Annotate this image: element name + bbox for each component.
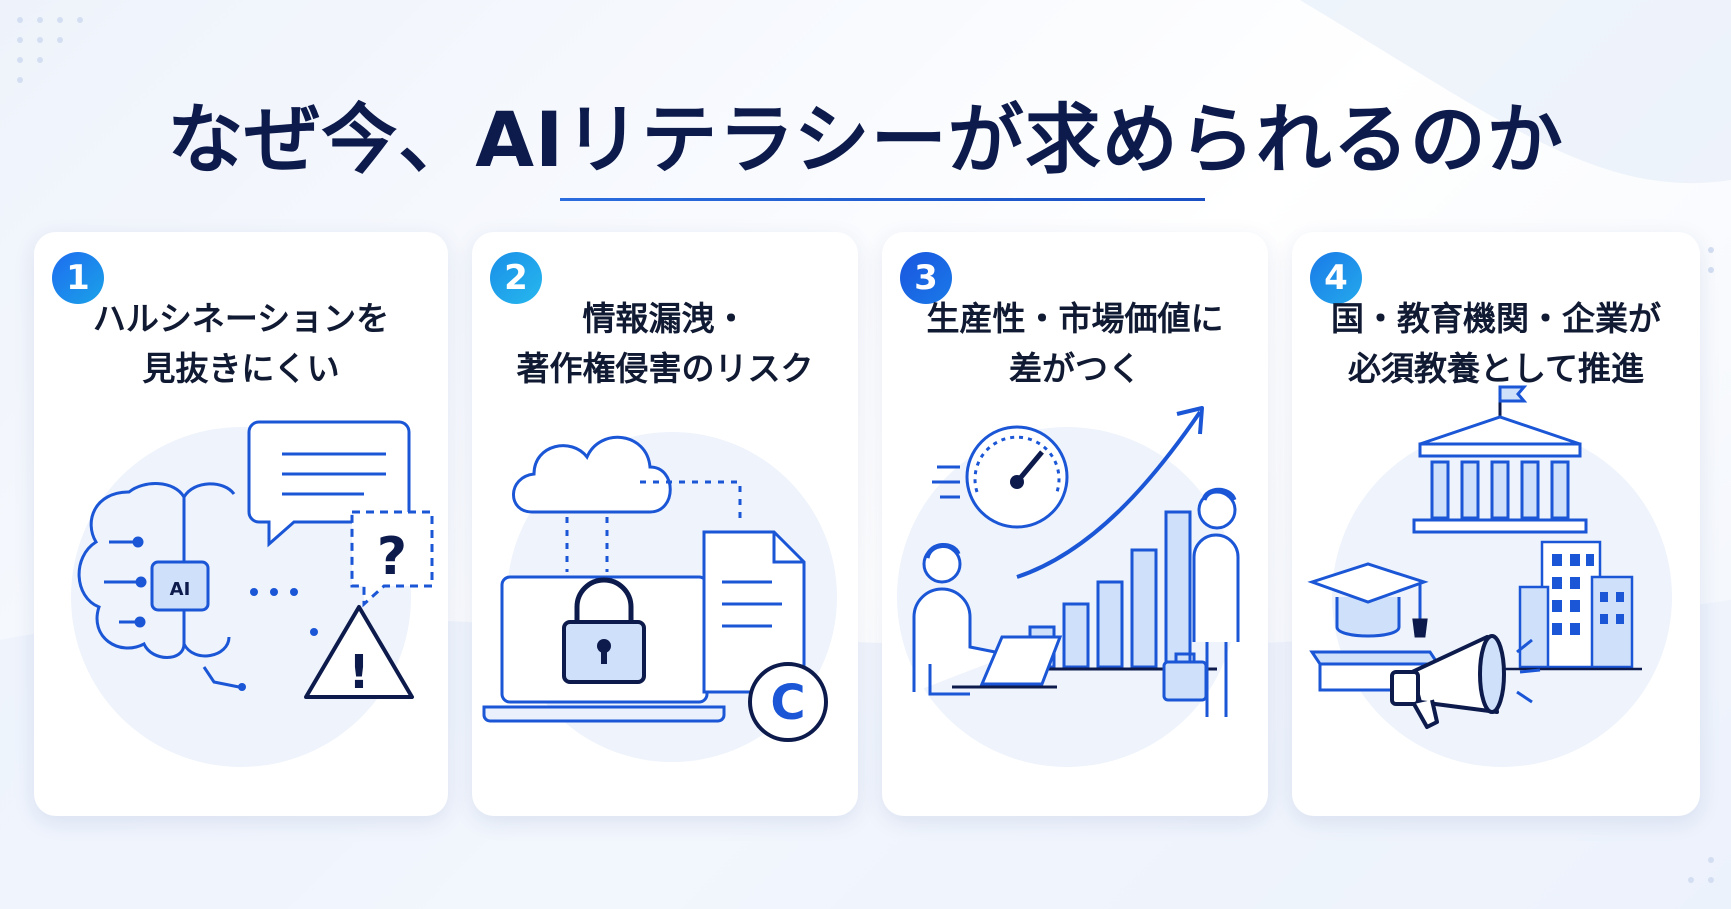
card-title: ハルシネーションを 見抜きにくい: [34, 294, 448, 394]
bar-chart-icon: [1017, 510, 1217, 671]
card-title-line: ハルシネーションを: [92, 299, 390, 338]
card-number-badge: 1: [52, 252, 104, 304]
card-title: 情報漏洩・ 著作権侵害のリスク: [472, 294, 858, 394]
ai-chip-label: AI: [170, 579, 191, 600]
card-productivity: 3 生産性・市場価値に 差がつく: [882, 232, 1268, 816]
page-title: なぜ今、AIリテラシーが求められるのか: [167, 95, 1564, 184]
copyright-icon: C: [748, 662, 828, 742]
card-title-line: 国・教育機関・企業が: [1331, 299, 1661, 338]
card-number-badge: 3: [900, 252, 952, 304]
brain-connector: [202, 666, 240, 689]
speedometer-icon: [932, 425, 1069, 529]
brain-icon: [77, 482, 236, 659]
card-title-line: 著作権侵害のリスク: [516, 349, 814, 388]
productivity-illustration: [897, 406, 1240, 767]
card-title-line: 見抜きにくい: [142, 349, 340, 388]
dotted-connector: [250, 588, 318, 636]
card-hallucination: 1 ハルシネーションを 見抜きにくい AI: [34, 232, 448, 816]
security-illustration: C: [482, 432, 837, 762]
data-flow-lines: [565, 480, 742, 572]
card-title-line: 生産性・市場価値に: [926, 299, 1224, 338]
businessman-icon: [1162, 487, 1240, 717]
card-number-badge: 2: [490, 252, 542, 304]
card-education-promotion: 4 国・教育機関・企業が 必須教養として推進: [1292, 232, 1700, 816]
copyright-letter: C: [770, 675, 805, 731]
card-title-line: 情報漏洩・: [582, 299, 748, 338]
rising-arrow-icon: [1016, 406, 1204, 579]
svg-text:!: !: [349, 645, 370, 699]
svg-text:?: ?: [377, 527, 407, 587]
card-title-line: 差がつく: [1009, 349, 1141, 388]
title-underline: [560, 198, 1205, 201]
megaphone-icon: [1390, 634, 1541, 729]
card-number-badge: 4: [1310, 252, 1362, 304]
card-title: 国・教育機関・企業が 必須教養として推進: [1292, 294, 1700, 394]
card-title: 生産性・市場価値に 差がつく: [882, 294, 1268, 394]
question-bubble-icon: ?: [350, 510, 434, 608]
padlock-icon: [562, 577, 646, 684]
hallucination-illustration: AI ? !: [71, 420, 434, 767]
person-laptop-icon: [912, 543, 1063, 696]
card-security-risk: 2 情報漏洩・ 著作権侵害のリスク: [472, 232, 858, 816]
office-buildings-icon: [1502, 540, 1642, 671]
government-building-icon: [1412, 385, 1588, 534]
ai-chip-icon: AI: [150, 560, 210, 612]
card-title-line: 必須教養として推進: [1347, 349, 1644, 388]
document-icon: [702, 530, 806, 694]
education-illustration: [1307, 385, 1672, 767]
warning-icon: !: [304, 605, 414, 699]
